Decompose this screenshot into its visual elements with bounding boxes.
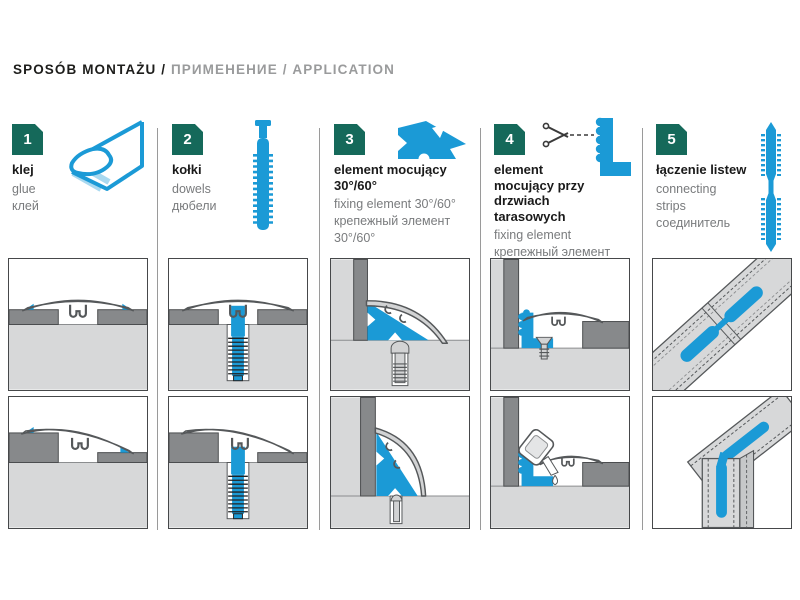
diagram-dowel-stepped-floors (168, 396, 308, 529)
column-divider (480, 128, 481, 530)
step-number: 1 (23, 131, 32, 148)
label-en-fixing-element: fixing element 30°/60° (334, 197, 456, 211)
step-number: 5 (667, 131, 676, 148)
diagram-dowel-level-floors (168, 258, 308, 391)
label-pl-terrace-fixing: element mocujący przy drzwiach tarasowyc… (494, 162, 585, 224)
label-pl-dowels: kołki (172, 162, 202, 177)
label-ru-dowels: дюбели (172, 198, 217, 213)
step-number: 3 (345, 131, 354, 148)
fixing-element-icon (398, 121, 466, 162)
diagram-fixing-element-60 (330, 396, 470, 529)
label-pl-fixing-element: element mocujący 30°/60° (334, 162, 447, 193)
column-divider (319, 128, 320, 530)
step-number: 2 (183, 131, 192, 148)
column-divider (642, 128, 643, 530)
step-badge-2: 2 (172, 124, 203, 155)
diagram-terrace-fixing-screw (490, 258, 630, 391)
connector-strip-icon (761, 122, 781, 252)
diagram-connector-corner-joint (652, 396, 792, 529)
column-divider (157, 128, 158, 530)
diagram-fixing-element-30 (330, 258, 470, 391)
label-en-connecting-strips: connecting strips (656, 181, 717, 213)
page-title-secondary: ПРИМЕНЕНИЕ / APPLICATION (170, 62, 395, 77)
diagram-glue-stepped-floors (8, 396, 148, 529)
label-pl-connecting-strips: łączenie listew (656, 162, 747, 177)
step-badge-3: 3 (334, 124, 365, 155)
label-en-dowels: dowels (172, 181, 211, 196)
label-ru-fixing-element: крепежный элемент 30°/60° (334, 214, 451, 245)
diagram-connector-inline-joint (652, 258, 792, 391)
label-ru-glue: клей (12, 198, 39, 213)
page-title-primary: SPOSÓB MONTAŻU / (13, 62, 167, 77)
label-en-terrace-fixing: fixing element (494, 228, 572, 242)
step-badge-4: 4 (494, 124, 525, 155)
diagram-glue-level-floors (8, 258, 148, 391)
label-ru-terrace-fixing: крепежный элемент (494, 245, 611, 259)
step-badge-1: 1 (12, 124, 43, 155)
glue-application-icon (69, 120, 144, 192)
column-connecting-strips-header: 5 łączenie listew connecting strips соед… (652, 118, 794, 258)
label-pl-glue: klej (12, 162, 34, 177)
step-badge-5: 5 (656, 124, 687, 155)
column-terrace-fixing-header: 4 element mocujący przy drzwiach tarasow… (490, 118, 632, 259)
column-dowels-header: 2 kołki dowels дюбели (168, 118, 310, 258)
page-title: SPOSÓB MONTAŻU / ПРИМЕНЕНИЕ / APPLICATIO… (13, 62, 395, 77)
label-ru-connecting-strips: соединитель (656, 215, 731, 230)
step-number: 4 (505, 131, 514, 148)
label-en-glue: glue (12, 181, 36, 196)
dowel-icon (253, 120, 273, 230)
scissors-cut-profile-icon (542, 117, 631, 176)
column-glue-header: 1 klej glue клей (8, 118, 150, 258)
diagram-terrace-fixing-glue (490, 396, 630, 529)
column-fixing-element-header: 3 element mocujący 30°/60° fixing elemen… (330, 118, 472, 258)
